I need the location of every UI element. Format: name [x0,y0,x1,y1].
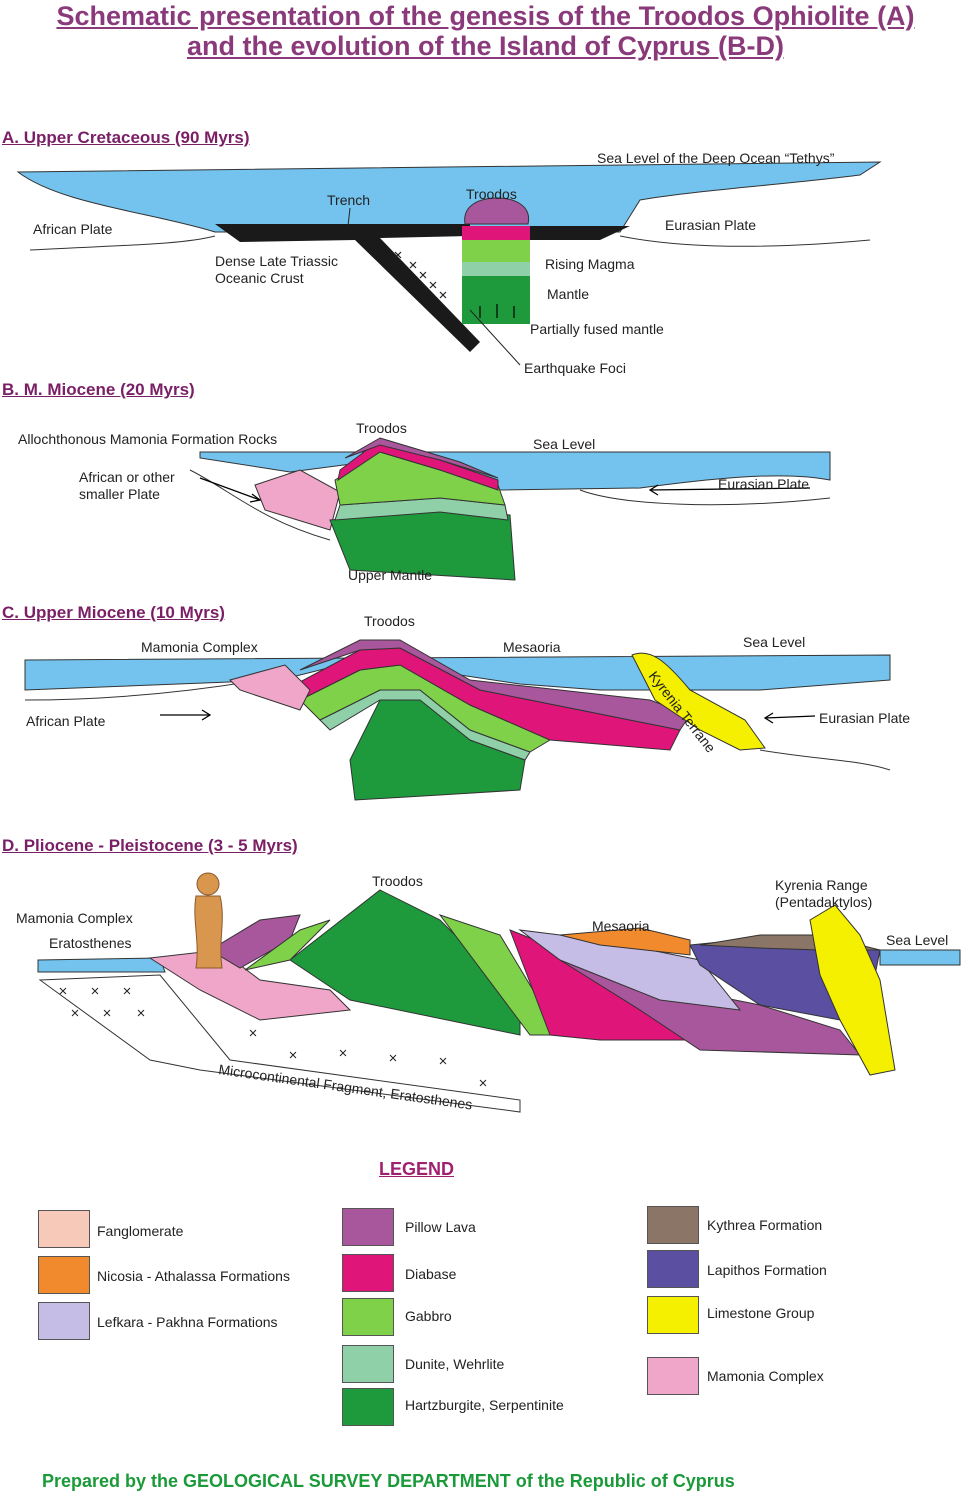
b-eurasian-label: Eurasian Plate [718,476,810,492]
d-kyrenia-label-2: (Pentadaktylos) [775,894,873,910]
panel-d-figurine [194,872,223,969]
swatch-kythrea [647,1206,699,1244]
swatch-nicosia [38,1256,90,1294]
swatch-lefkara [38,1302,90,1340]
a-crust-label-2: Oceanic Crust [215,270,304,286]
panel-c-kyrenia-terrane [631,652,766,751]
panel-a-earthquake-foci [394,251,447,299]
panel-a-mantle-low [462,276,530,324]
a-african-plate-label: African Plate [33,221,113,237]
panel-d-nicosia [559,927,691,956]
panel-b-pillow [344,437,499,479]
panel-a-pillow-lava [464,197,530,225]
panel-b-diagram [189,437,831,581]
a-crust-label-1: Dense Late Triassic [215,253,338,269]
a-rising-magma-label: Rising Magma [545,256,635,272]
b-mamonia-label: Allochthonous Mamonia Formation Rocks [18,431,278,447]
a-earthquake-label: Earthquake Foci [524,360,626,376]
swatch-gabbro [342,1298,394,1336]
legend-lapithos: Lapithos Formation [707,1262,827,1278]
d-mamonia-label: Mamonia Complex [16,910,133,926]
d-eratosthenes-label: Eratosthenes [49,935,132,951]
panel-d-heading: D. Pliocene - Pleistocene (3 - 5 Myrs) [2,836,298,855]
swatch-limestone [647,1296,699,1334]
panel-d-limestone [809,904,896,1076]
legend-diabase: Diabase [405,1266,457,1282]
panel-c-eurasian-line [759,749,891,771]
a-mantle-label: Mantle [547,286,590,302]
panel-a-magma-arrows [479,304,515,318]
swatch-diabase [342,1254,394,1292]
panel-b-mamonia [254,469,341,531]
a-troodos-label: Troodos [466,186,517,202]
a-eurasian-plate-label: Eurasian Plate [665,217,757,233]
panel-a-african-plate [29,235,216,251]
b-african-label-2: smaller Plate [79,486,160,502]
panel-c-mamonia [229,664,311,711]
panel-a-foci-leader [469,309,521,366]
legend-limestone: Limestone Group [707,1305,815,1321]
legend-hartzburgite: Hartzburgite, Serpentinite [405,1397,564,1413]
panel-a-diagram [16,161,882,366]
panel-d-sea-left [37,957,166,973]
panel-d-sea-right [879,949,961,966]
swatch-fanglomerate [38,1210,90,1248]
c-mamonia-label: Mamonia Complex [141,639,258,655]
d-sea-level-label: Sea Level [886,932,949,948]
panel-d-micro-crosses [59,987,487,1087]
legend-mamonia: Mamonia Complex [707,1368,824,1384]
panel-d-gabbro-left [244,919,331,971]
swatch-hartzburgite [342,1388,394,1426]
b-troodos-label: Troodos [356,420,407,436]
legend-kythrea: Kythrea Formation [707,1217,823,1233]
panel-a-eurasian-plate [619,235,871,247]
legend-dunite: Dunite, Wehrlite [405,1356,505,1372]
legend-gabbro: Gabbro [405,1308,452,1324]
b-sea-level-label: Sea Level [533,436,596,452]
panel-b-arrows [199,477,811,503]
panel-a-oceanic-crust [215,224,480,352]
main-title-line2: and the evolution of the Island of Cypru… [187,31,784,61]
c-mesaoria-label: Mesaoria [503,639,561,655]
panel-a-heading: A. Upper Cretaceous (90 Myrs) [2,128,250,147]
d-mesaoria-label: Mesaoria [592,918,650,934]
b-african-label-1: African or other [79,469,175,485]
panel-b-heading: B. M. Miocene (20 Myrs) [2,380,195,399]
c-african-label: African Plate [26,713,106,729]
panel-a-mantle-top [462,240,530,262]
legend-fanglomerate: Fanglomerate [97,1223,184,1239]
c-troodos-label: Troodos [364,613,415,629]
d-troodos-label: Troodos [372,873,423,889]
panel-b-african-line [189,469,331,541]
a-sea-level-label: Sea Level of the Deep Ocean “Tethys” [597,150,835,166]
swatch-pillow-lava [342,1208,394,1246]
footer-credit: Prepared by the GEOLOGICAL SURVEY DEPART… [42,1471,735,1491]
panel-d-diagram: Microcontinental Fragment, Eratosthenes [37,872,961,1113]
d-kyrenia-label-1: Kyrenia Range [775,877,868,893]
panel-a-diabase [462,226,530,240]
a-trench-label: Trench [327,192,371,208]
legend-nicosia: Nicosia - Athalassa Formations [97,1268,290,1284]
swatch-dunite [342,1345,394,1383]
panel-a-mantle-mid [462,262,530,276]
c-sea-level-label: Sea Level [743,634,806,650]
legend-heading: LEGEND [379,1159,455,1179]
panel-b-eurasian-line [579,489,831,506]
c-eurasian-label: Eurasian Plate [819,710,911,726]
legend-lefkara: Lefkara - Pakhna Formations [97,1314,278,1330]
panel-d-micro [38,974,521,1113]
panel-d-pillow-left [209,914,301,969]
b-upper-mantle-label: Upper Mantle [348,567,433,583]
a-fused-mantle-label: Partially fused mantle [530,321,664,337]
panel-c-heading: C. Upper Miocene (10 Myrs) [2,603,225,622]
panel-a-right-crust [530,226,630,240]
panel-c-arrows [160,709,816,724]
legend-pillow-lava: Pillow Lava [405,1219,476,1235]
swatch-lapithos [647,1250,699,1288]
swatch-mamonia [647,1357,699,1395]
main-title-line1: Schematic presentation of the genesis of… [56,1,915,31]
panel-a-trench-leader [347,207,351,227]
panel-c-diagram: Kyrenia Terrane [24,639,891,801]
panel-d-micro-label: Microcontinental Fragment, Eratosthenes [218,1061,474,1112]
